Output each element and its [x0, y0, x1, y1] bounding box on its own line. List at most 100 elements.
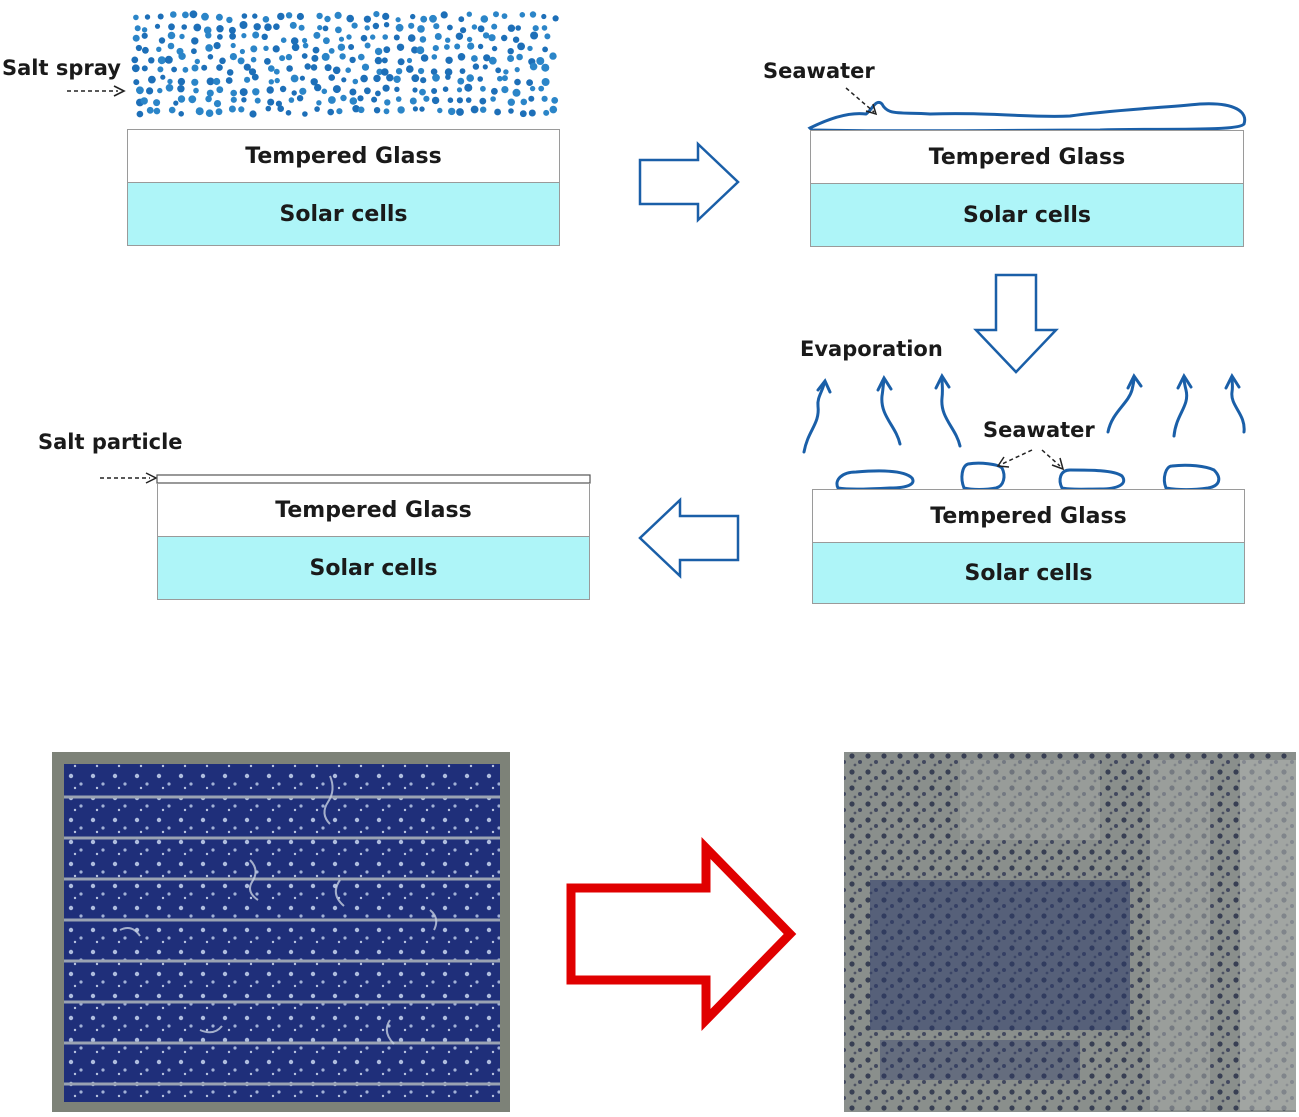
salt-spray-droplet — [381, 57, 388, 64]
salt-spray-droplet — [482, 32, 490, 39]
salt-spray-droplet — [440, 11, 448, 19]
salt-spray-droplet — [279, 55, 286, 62]
salt-spray-droplet — [357, 95, 364, 102]
salt-spray-droplet — [170, 11, 177, 18]
salt-spray-droplet — [136, 86, 144, 95]
salt-spray-droplet — [335, 26, 342, 34]
salt-spray-droplet — [507, 98, 515, 106]
salt-spray-droplet — [243, 63, 251, 71]
salt-spray-droplet — [467, 42, 475, 50]
salt-spray-droplet — [252, 88, 260, 96]
salt-spray-droplet — [471, 55, 478, 62]
salt-spray-droplet — [146, 87, 154, 95]
salt-spray-droplet — [226, 16, 233, 24]
salt-spray-droplet — [480, 15, 489, 23]
salt-spray-droplet — [483, 54, 491, 62]
salt-spray-droplet — [501, 34, 508, 42]
salt-spray-droplet — [457, 77, 465, 85]
salt-spray-droplet — [448, 107, 456, 116]
salt-spray-droplet — [249, 110, 257, 118]
salt-spray-droplet — [508, 108, 514, 114]
salt-spray-droplet — [291, 90, 297, 96]
salt-spray-droplet — [314, 106, 320, 112]
salt-spray-droplet — [464, 83, 473, 92]
salt-spray-droplet — [225, 77, 233, 84]
salt-spray-droplet — [254, 97, 261, 104]
salt-spray-droplet — [191, 37, 199, 45]
salt-spray-droplet — [265, 105, 272, 112]
salt-spray-droplet — [501, 13, 508, 19]
salt-spray-droplet — [479, 97, 487, 105]
salt-spray-droplet — [346, 14, 355, 23]
salt-spray-droplet — [228, 105, 236, 113]
salt-spray-droplet — [373, 74, 381, 83]
solar-cells-layer: Solar cells — [810, 184, 1244, 247]
salt-spray-droplet — [360, 34, 368, 42]
evaporation-arrows — [802, 372, 1246, 454]
salt-spray-droplet — [310, 64, 318, 71]
salt-spray-droplet — [141, 32, 148, 39]
salt-spray-droplet — [268, 79, 274, 85]
salt-spray-droplet — [241, 33, 247, 39]
salt-spray-droplet — [334, 11, 342, 19]
salt-spray-droplet — [526, 79, 533, 86]
salt-spray-droplet — [248, 68, 257, 76]
seawater-label-mid: Seawater — [983, 418, 1095, 442]
salt-spray-droplet — [420, 77, 427, 84]
seawater-film — [807, 100, 1247, 133]
salt-spray-droplet — [299, 75, 305, 81]
salt-spray-droplet — [158, 37, 166, 44]
salt-spray-droplet — [357, 106, 365, 114]
salt-spray-droplet — [133, 79, 140, 86]
salt-spray-droplet — [289, 21, 297, 29]
salt-spray-droplet — [515, 25, 521, 31]
salt-spray-droplet — [528, 109, 536, 117]
salt-spray-droplet — [419, 106, 425, 112]
salt-spray-droplet — [384, 99, 391, 106]
salt-spray-droplet — [154, 23, 161, 29]
salt-spray-droplet — [495, 67, 502, 74]
seawater-pointer-mid — [996, 449, 1065, 471]
salt-spray-droplet — [482, 64, 488, 70]
salt-spray-droplet — [349, 97, 358, 105]
salt-spray-droplet — [488, 34, 496, 42]
salt-spray-droplet — [375, 90, 381, 97]
tempered-glass-layer: Tempered Glass — [812, 489, 1245, 543]
salt-spray-droplet — [205, 109, 214, 117]
salt-spray-droplet — [471, 24, 478, 30]
salt-spray-droplet — [466, 36, 473, 43]
salt-spray-droplet — [376, 68, 383, 76]
salt-spray-droplet — [393, 34, 400, 41]
salt-spray-droplet — [514, 67, 520, 73]
salt-spray-droplet — [395, 96, 402, 102]
salt-spray-droplet — [432, 45, 439, 52]
salt-spray-droplet — [173, 100, 179, 106]
salt-spray-droplet — [252, 13, 258, 19]
salt-spray-droplet — [239, 88, 248, 97]
salt-spray-droplet — [370, 34, 376, 40]
salt-spray-droplet — [317, 25, 323, 31]
salt-spray-droplet — [494, 108, 501, 116]
salt-spray-droplet — [182, 66, 189, 73]
salt-spray-droplet — [288, 97, 295, 103]
salt-spray-droplet — [296, 95, 304, 102]
salt-spray-droplet — [491, 87, 498, 95]
salt-spray-droplet — [383, 22, 390, 28]
salt-spray-droplet — [552, 15, 559, 22]
salt-spray-droplet — [361, 63, 370, 71]
salt-spray-droplet — [165, 84, 174, 92]
salt-spray-droplet — [321, 88, 328, 95]
salt-spray-droplet — [131, 64, 140, 73]
salt-spray-droplet — [157, 56, 166, 65]
salt-spray-droplet — [313, 31, 321, 39]
salt-spray-droplet — [383, 46, 391, 54]
salt-spray-droplet — [412, 87, 418, 93]
salt-spray-droplet — [164, 55, 173, 64]
salt-spray-droplet — [394, 86, 400, 93]
salt-spray-droplet — [454, 43, 461, 50]
salt-spray-droplet — [252, 31, 260, 39]
salt-spray-droplet — [374, 56, 383, 65]
salt-spray-droplet — [216, 64, 223, 71]
salt-spray-droplet — [328, 96, 336, 104]
salt-spray-droplet — [131, 56, 139, 64]
